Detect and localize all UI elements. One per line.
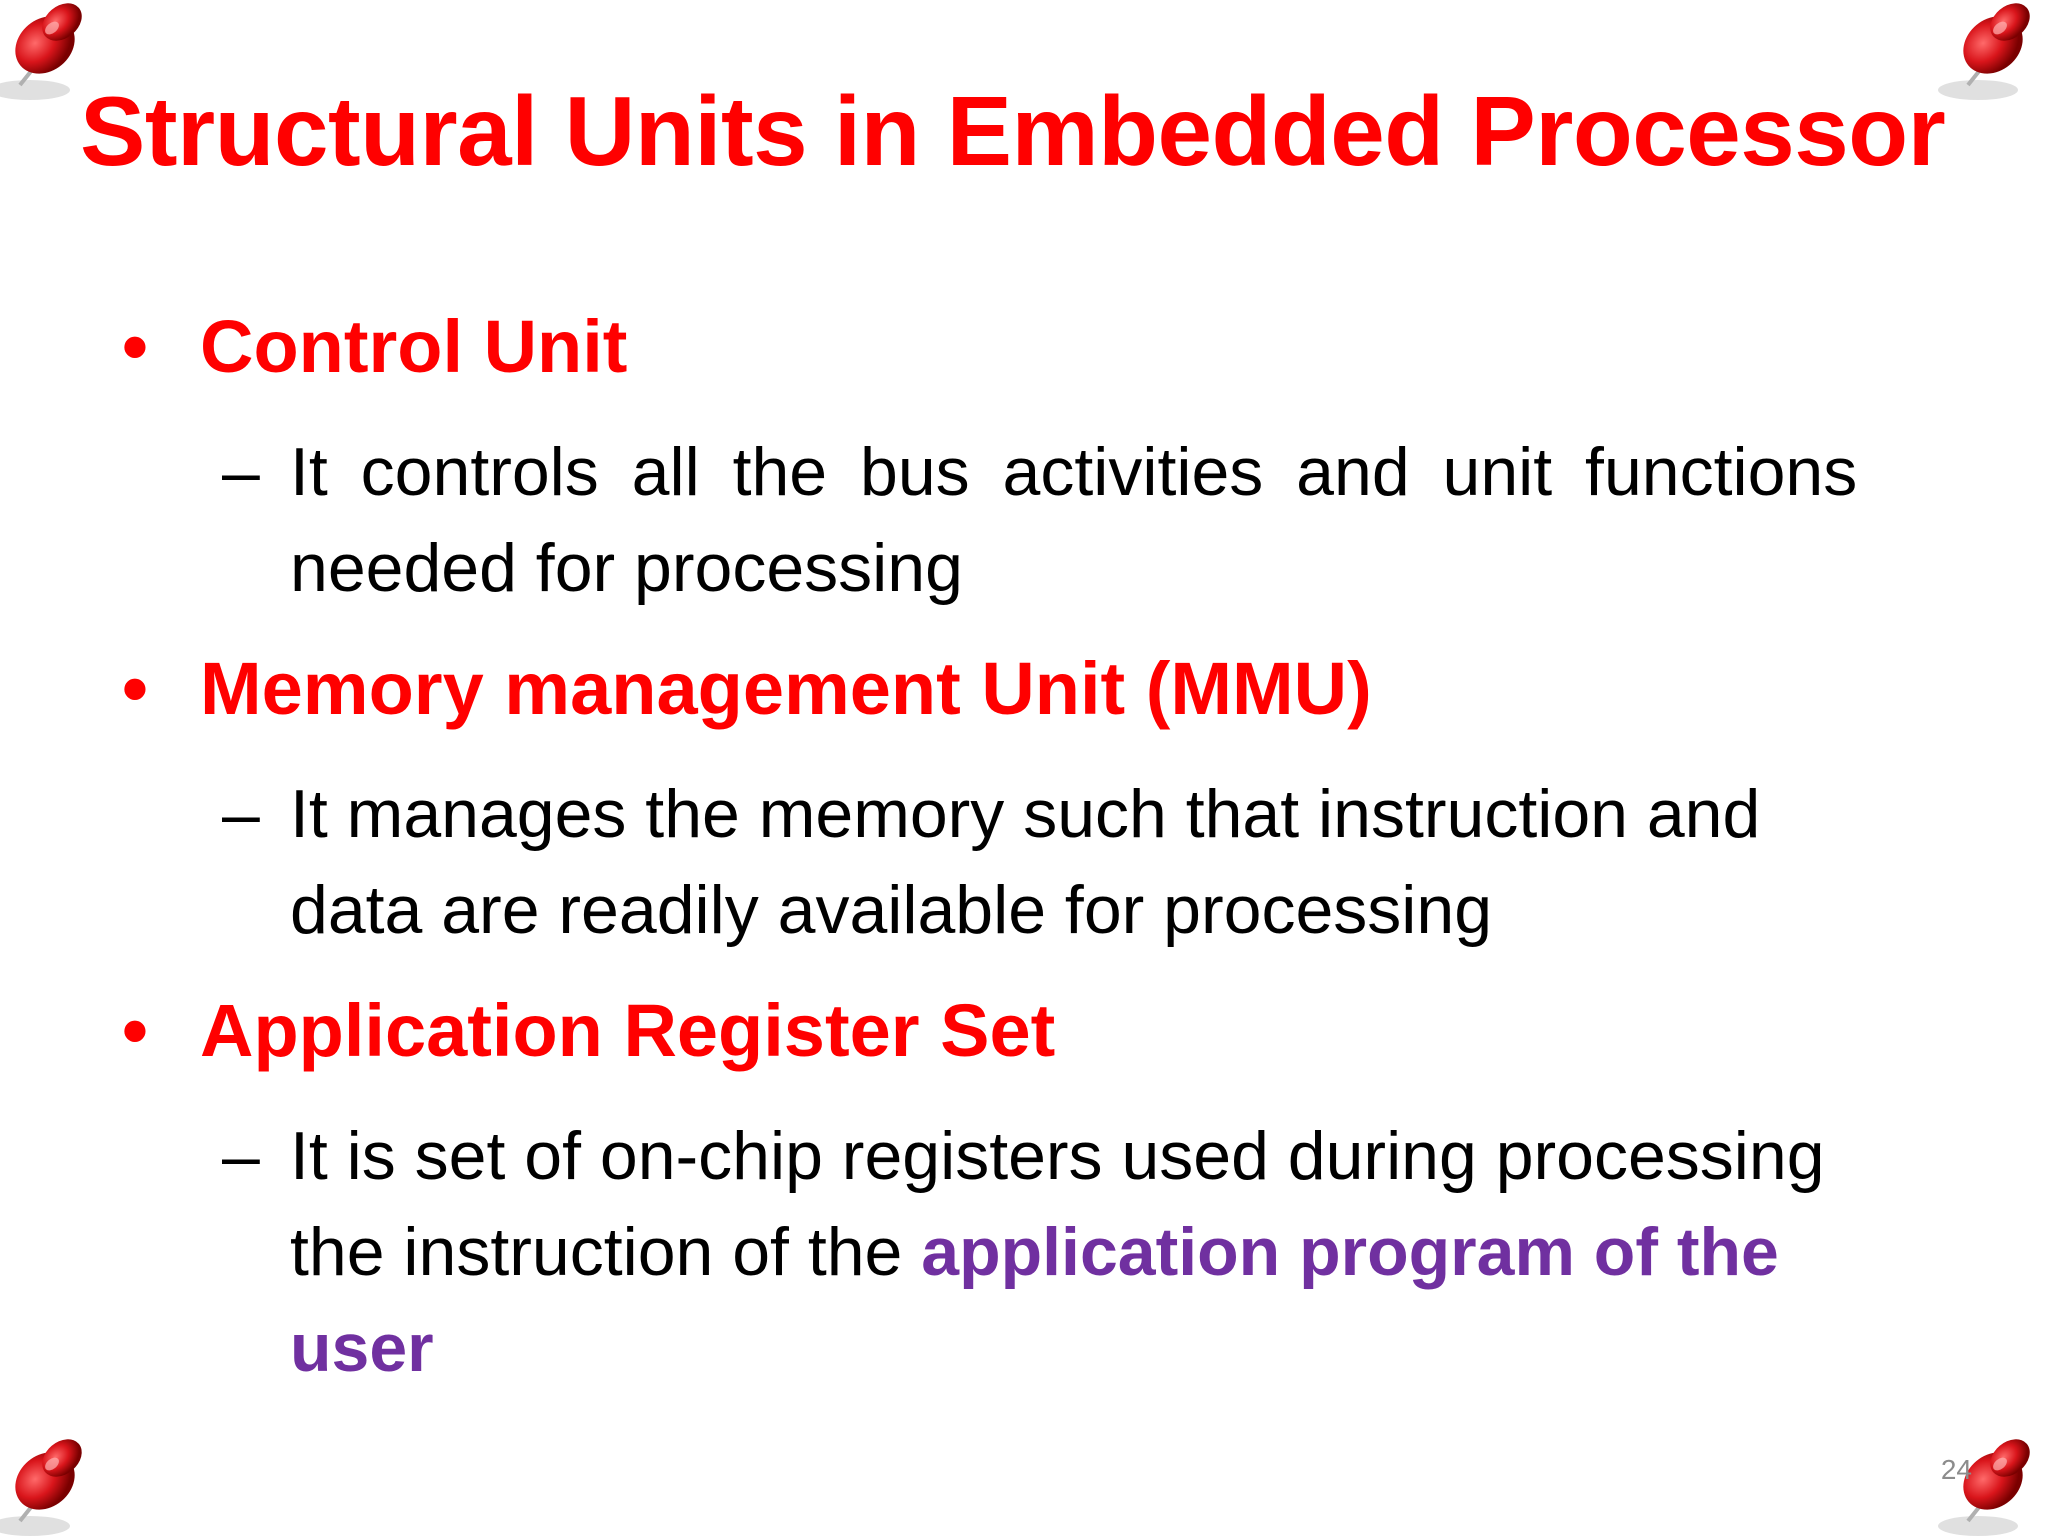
bullet-heading-text: Application Register Set [200, 989, 1056, 1072]
sub-bullet-line: data are readily available for processin… [290, 872, 1493, 948]
sub-bullet-mmu: – It manages the memory such that instru… [222, 766, 1922, 958]
red-pushpin-icon [0, 3, 82, 100]
bullet-marker: • [122, 647, 148, 730]
sub-bullet-control-unit: – It controls all the bus activities and… [222, 424, 1922, 616]
sub-bullet-line: needed for processing [290, 530, 963, 606]
bullet-marker: • [122, 989, 148, 1072]
sub-bullet-marker: – [222, 1118, 260, 1194]
red-pushpin-icon [1938, 3, 2030, 100]
sub-bullet-line: the instruction of the application progr… [222, 1204, 1922, 1300]
sub-bullet-marker: – [222, 434, 260, 510]
sub-bullet-marker: – [222, 776, 260, 852]
sub-bullet-text: the instruction of the [290, 1214, 922, 1290]
bullet-heading-text: Memory management Unit (MMU) [200, 647, 1372, 730]
red-pushpin-icon [1938, 1439, 2030, 1536]
bullet-heading-mmu: • Memory management Unit (MMU) [122, 647, 1372, 730]
highlighted-text: application program of the [921, 1214, 1779, 1290]
sub-bullet-line: It is set of on-chip registers used duri… [290, 1118, 1825, 1194]
slide-title: Structural Units in Embedded Processor [80, 76, 1946, 186]
sub-bullet-line: It controls all the bus activities and u… [290, 434, 1858, 510]
red-pushpin-icon [0, 1439, 82, 1536]
bullet-marker: • [122, 305, 148, 388]
highlighted-text: user [290, 1310, 434, 1386]
sub-bullet-application-register-set: – It is set of on-chip registers used du… [222, 1108, 1922, 1396]
bullet-heading-application-register-set: • Application Register Set [122, 989, 1056, 1072]
page-number: 24 [1940, 1454, 1972, 1485]
bullet-heading-control-unit: • Control Unit [122, 305, 628, 388]
sub-bullet-line: It manages the memory such that instruct… [290, 776, 1761, 852]
bullet-heading-text: Control Unit [200, 305, 628, 388]
